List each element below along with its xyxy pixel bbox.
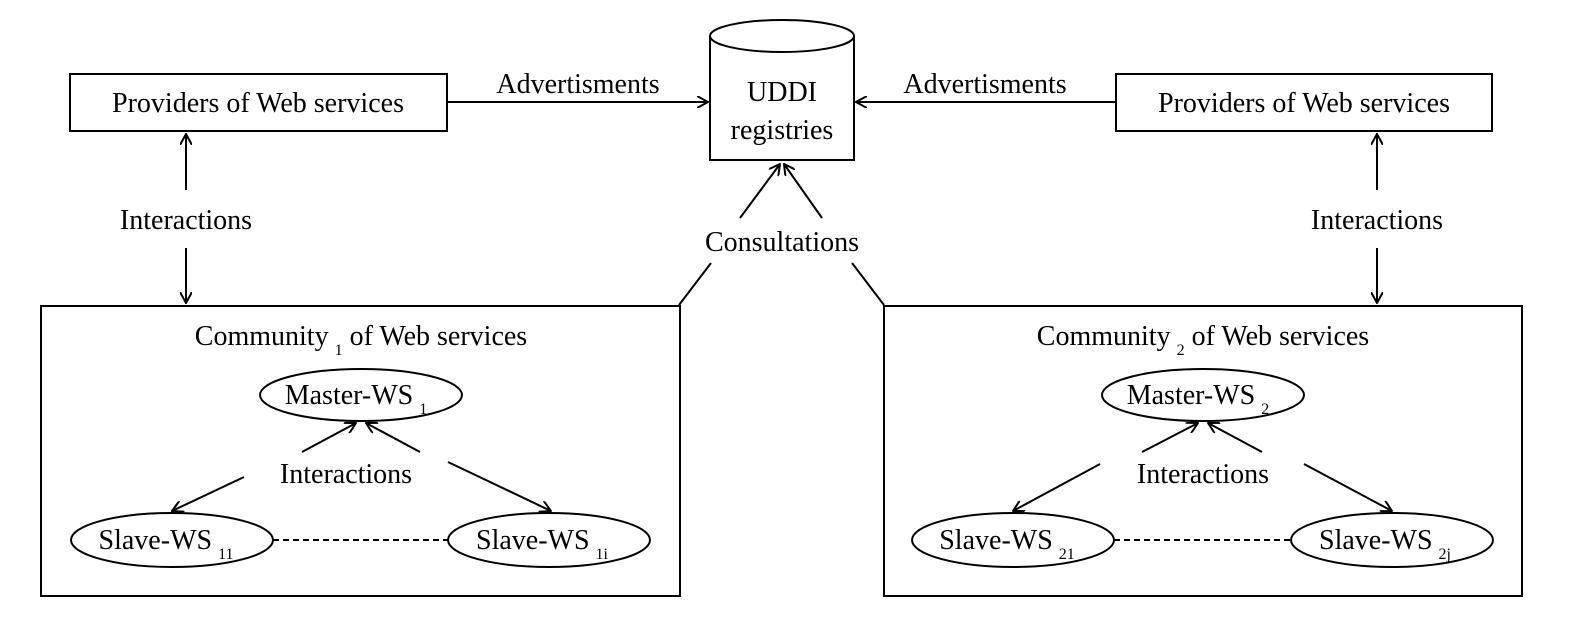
- community-1-arrow-to-slave-b: [447, 461, 551, 511]
- advertisments-label-right: Advertisments: [903, 69, 1066, 100]
- community-1-title-main: Community: [195, 321, 329, 352]
- consultations-arrow-left: [739, 164, 780, 219]
- community-2-interactions-label: Interactions: [1137, 459, 1269, 490]
- community-1-slave-a-text: Slave-WS: [99, 525, 213, 556]
- community-2-arrow-to-slave-b: [1303, 463, 1392, 511]
- community-1-arrow-to-slave-a: [172, 476, 245, 511]
- community-2-slave-a-sub: 21: [1059, 546, 1075, 563]
- community-1-slave-a-label: Slave-WS 11: [99, 525, 234, 563]
- providers-label-left: Providers of Web services: [112, 88, 404, 119]
- community-2-slave-b-node: [1290, 512, 1494, 568]
- community-1-title: Community 1 of Web services: [195, 321, 527, 359]
- community-2-slave-b-label: Slave-WS 2j: [1319, 525, 1451, 563]
- community-2-title-main: Community: [1037, 321, 1171, 352]
- community-1-title-suffix: of Web services: [343, 321, 528, 352]
- community-1-box: [40, 305, 681, 597]
- community-2-title-suffix: of Web services: [1185, 321, 1370, 352]
- community-2: Community 2 of Web services Master-WS 2 In…: [883, 305, 1523, 597]
- community-1-master-label: Master-WS 1: [285, 380, 428, 418]
- community-2-arrow-to-slave-a: [1013, 463, 1101, 511]
- community-2-arrow-to-master-right: [1208, 423, 1263, 453]
- advertisments-label-left: Advertisments: [496, 69, 659, 100]
- consultations-line-left-lower: [678, 262, 712, 306]
- community-1-slave-b-label: Slave-WS 1i: [476, 525, 609, 563]
- interactions-label-left: Interactions: [120, 205, 252, 236]
- community-1-arrow-to-master-right: [366, 423, 421, 453]
- community-2-title: Community 2 of Web services: [1037, 321, 1369, 359]
- community-1-slave-b-sub: 1i: [596, 546, 609, 563]
- uddi-label-line1: UDDI: [747, 77, 817, 108]
- providers-label-right: Providers of Web services: [1158, 88, 1450, 119]
- consultations-line-right-lower: [851, 262, 885, 306]
- community-2-master-label: Master-WS 2: [1127, 380, 1270, 418]
- community-1-master-text: Master-WS: [285, 380, 414, 411]
- community-1-slave-b-node: [447, 512, 651, 568]
- community-1-title-sub: 1: [335, 342, 343, 359]
- community-2-master-sub: 2: [1261, 401, 1269, 418]
- consultations-arrow-right: [784, 164, 823, 219]
- uddi-registry-cylinder: [709, 19, 855, 161]
- community-1: Community 1 of Web services Master-WS 1 In…: [40, 305, 681, 597]
- community-2-slave-a-text: Slave-WS: [939, 525, 1053, 556]
- community-1-slave-b-text: Slave-WS: [476, 525, 590, 556]
- community-2-title-sub: 2: [1177, 342, 1185, 359]
- interactions-label-right: Interactions: [1311, 205, 1443, 236]
- community-2-slave-b-sub: 2j: [1439, 546, 1451, 563]
- community-2-box: [883, 305, 1523, 597]
- consultations-label: Consultations: [705, 227, 859, 258]
- community-2-master-node: [1101, 368, 1305, 422]
- community-1-master-sub: 1: [419, 401, 427, 418]
- community-2-master-text: Master-WS: [1127, 380, 1256, 411]
- community-1-slave-a-sub: 11: [218, 546, 233, 563]
- community-1-arrow-to-master-left: [301, 423, 356, 453]
- community-1-interactions-label: Interactions: [280, 459, 412, 490]
- community-2-arrow-to-master-left: [1141, 423, 1198, 453]
- uddi-label-line2: registries: [731, 115, 834, 146]
- community-2-slave-a-label: Slave-WS 21: [939, 525, 1075, 563]
- community-1-master-node: [259, 368, 463, 422]
- community-2-slave-b-text: Slave-WS: [1319, 525, 1433, 556]
